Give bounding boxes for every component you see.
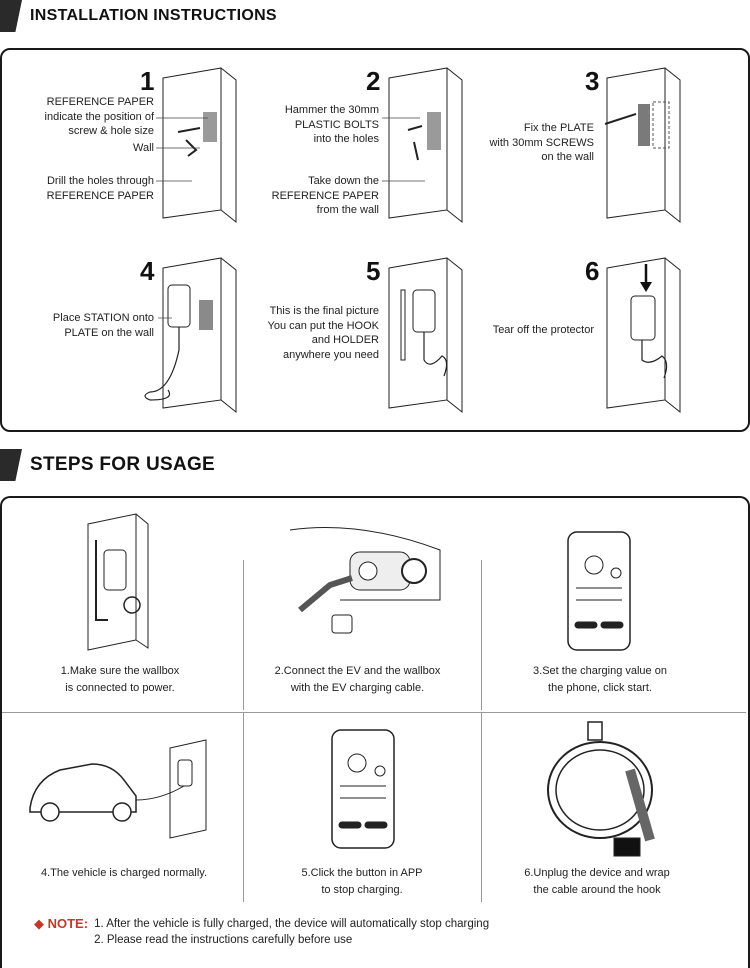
wall-panel-3b: [664, 67, 681, 224]
phone-stop-button: [600, 621, 624, 629]
wall-panel-4b: [220, 257, 237, 414]
reference-paper-1: [203, 112, 217, 142]
usage-step-3-caption: 3.Set the charging value on the phone, c…: [533, 665, 667, 694]
usage-header: STEPS FOR USAGE: [0, 449, 215, 481]
installation-illustrations: [144, 67, 681, 414]
charging-cable-4: [135, 785, 185, 801]
note-block: ◆ NOTE: 1. After the vehicle is fully ch…: [34, 916, 489, 948]
step1-label-drill: Drill the holes through REFERENCE PAPER: [46, 175, 154, 202]
divider-v-2: [481, 560, 482, 710]
phone-1: [567, 531, 631, 651]
coiled-cable: [547, 741, 653, 839]
note-line-2: 2. Please read the instructions carefull…: [94, 934, 353, 946]
step5-label-final-picture: This is the final picture You can put th…: [267, 305, 380, 361]
divider-v-1: [243, 560, 244, 710]
step2-label-take-down: Take down the REFERENCE PAPER from the w…: [271, 175, 379, 216]
power-cable-1: [95, 540, 108, 621]
usage-step-4-caption: 4.The vehicle is charged normally.: [40, 867, 208, 879]
charging-gun: [298, 575, 353, 613]
station-6: [630, 295, 656, 341]
cable-coil-1: [123, 596, 141, 614]
phone-2: [331, 729, 395, 849]
wall-panel-2b: [446, 67, 463, 224]
header-tab-marker-2: [0, 449, 22, 481]
phone-start-button: [574, 621, 598, 629]
installation-header: INSTALLATION INSTRUCTIONS: [0, 0, 277, 32]
wall-panel-6b: [664, 257, 681, 414]
usage-wallbox-1: [103, 549, 127, 591]
note-line-1: 1. After the vehicle is fully charged, t…: [94, 918, 490, 930]
note-tag: ◆ NOTE:: [34, 916, 89, 931]
usage-step-1-caption: 1.Make sure the wallbox is connected to …: [60, 665, 180, 694]
header-tab-marker: [0, 0, 22, 32]
charge-port-lid: [401, 558, 427, 584]
installation-title: INSTALLATION INSTRUCTIONS: [30, 7, 277, 24]
cable-5: [423, 332, 448, 377]
usage-step-5-caption: 5.Click the button in APP to stop chargi…: [301, 867, 423, 896]
drill-icon: [177, 127, 201, 157]
cup-icon: [331, 614, 353, 634]
install-step-3-number: 3: [585, 66, 600, 96]
usage-wall-1b: [135, 513, 149, 649]
wall-panel-5b: [446, 257, 463, 414]
cable-4: [144, 327, 180, 401]
install-step-2-number: 2: [366, 66, 381, 96]
step2-label-hammer: Hammer the 30mm PLASTIC BOLTS into the h…: [284, 104, 379, 145]
step4-label-place-station: Place STATION onto PLATE on the wall: [52, 312, 154, 339]
divider-h: [2, 712, 746, 713]
hammer-icon: [407, 125, 423, 161]
usage-step-6-caption: 6.Unplug the device and wrap the cable a…: [524, 867, 670, 896]
divider-v-4: [481, 712, 482, 902]
car-icon: [29, 763, 137, 813]
usage-title: STEPS FOR USAGE: [30, 454, 216, 475]
charging-plug: [625, 768, 655, 842]
usage-wallbox-4: [177, 759, 193, 787]
hook-icon: [587, 721, 603, 741]
install-step-6-number: 6: [585, 256, 600, 286]
install-step-5-number: 5: [366, 256, 381, 286]
reference-paper-2: [427, 112, 441, 150]
car-body-outline: [289, 527, 441, 601]
mounting-plate-3: [638, 104, 650, 146]
wall-panel-1b: [220, 67, 237, 224]
step3-label-fix-plate: Fix the PLATE with 30mm SCREWS on the wa…: [489, 122, 594, 163]
step1-label-wall: Wall: [133, 142, 154, 154]
note-lines: 1. After the vehicle is fully charged, t…: [94, 916, 489, 948]
install-step-1-number: 1: [140, 66, 155, 96]
usage-step-2-caption: 2.Connect the EV and the wallbox with th…: [274, 665, 441, 694]
plug-head: [613, 837, 641, 857]
step6-label-tear-off: Tear off the protector: [492, 324, 594, 336]
screwdriver-icon: [604, 113, 637, 125]
plate-4: [199, 300, 213, 330]
install-step-4-number: 4: [140, 256, 155, 286]
step1-label-reference-paper: REFERENCE PAPER indicate the position of…: [44, 96, 154, 137]
divider-v-3: [243, 712, 244, 902]
